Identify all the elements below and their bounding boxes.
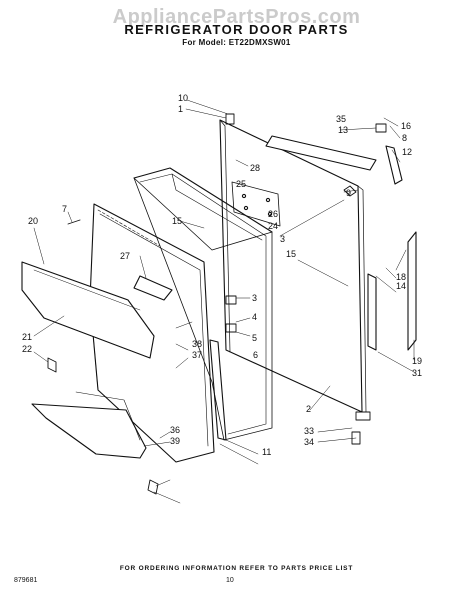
- door-handle: [385, 145, 403, 185]
- callout-label: 22: [22, 344, 32, 354]
- callout-label: 27: [120, 251, 130, 261]
- callout-label: 36: [170, 425, 180, 435]
- dairy-door: [21, 261, 155, 359]
- callout-label: 3: [280, 234, 285, 244]
- callout-label: 33: [304, 426, 314, 436]
- document-number: 879681: [14, 577, 38, 584]
- access-plate: [231, 181, 281, 227]
- door-gasket: [133, 167, 273, 441]
- callout-label: 2: [306, 404, 311, 414]
- callout-label: 20: [28, 216, 38, 226]
- callout-label: 16: [401, 121, 411, 131]
- callout-label: 15: [286, 249, 296, 259]
- callout-label: 7: [62, 204, 67, 214]
- model-subtitle: For Model: ET22DMXSW01: [182, 38, 291, 47]
- side-trim: [209, 231, 417, 441]
- callout-label: 18: [396, 272, 406, 282]
- callout-label: 11: [262, 447, 271, 457]
- callout-label: 35: [336, 114, 346, 124]
- hinge-hardware: [47, 113, 387, 495]
- callout-label: 21: [22, 332, 32, 342]
- callout-label: 6: [253, 350, 258, 360]
- butter-compartment: [133, 275, 173, 301]
- page-title: REFRIGERATOR DOOR PARTS: [124, 22, 349, 37]
- callout-label: 24: [268, 221, 278, 231]
- callout-label: 9: [346, 188, 351, 198]
- door-shelf: [31, 391, 147, 459]
- callout-label: 34: [304, 437, 314, 447]
- watermark: AppliancePartsPros.com: [112, 6, 361, 28]
- callout-label: 5: [252, 333, 257, 343]
- callout-label: 37: [192, 350, 202, 360]
- callout-label: 38: [192, 339, 202, 349]
- page-number: 10: [226, 577, 234, 584]
- callout-label: 13: [338, 125, 348, 135]
- callout-label: 31: [412, 368, 422, 378]
- callout-label: 4: [252, 312, 257, 322]
- callout-label: 10: [178, 93, 188, 103]
- callout-labels: 10 1 35 16 13 8 12 28 25 9 7 26 20 15 24…: [22, 93, 422, 457]
- callout-label: 19: [412, 356, 422, 366]
- callout-label: 39: [170, 436, 180, 446]
- callout-label: 8: [402, 133, 407, 143]
- callout-label: 25: [236, 179, 246, 189]
- callout-label: 28: [250, 163, 260, 173]
- callout-label: 14: [396, 281, 406, 291]
- callout-label: 3: [252, 293, 257, 303]
- callout-label: 1: [178, 104, 183, 114]
- callout-label: 26: [268, 209, 278, 219]
- callout-label: 12: [402, 147, 412, 157]
- ordering-info-footer: FOR ORDERING INFORMATION REFER TO PARTS …: [119, 565, 354, 572]
- leader-lines: [33, 99, 415, 504]
- top-trim: [265, 135, 377, 171]
- callout-label: 15: [172, 216, 182, 226]
